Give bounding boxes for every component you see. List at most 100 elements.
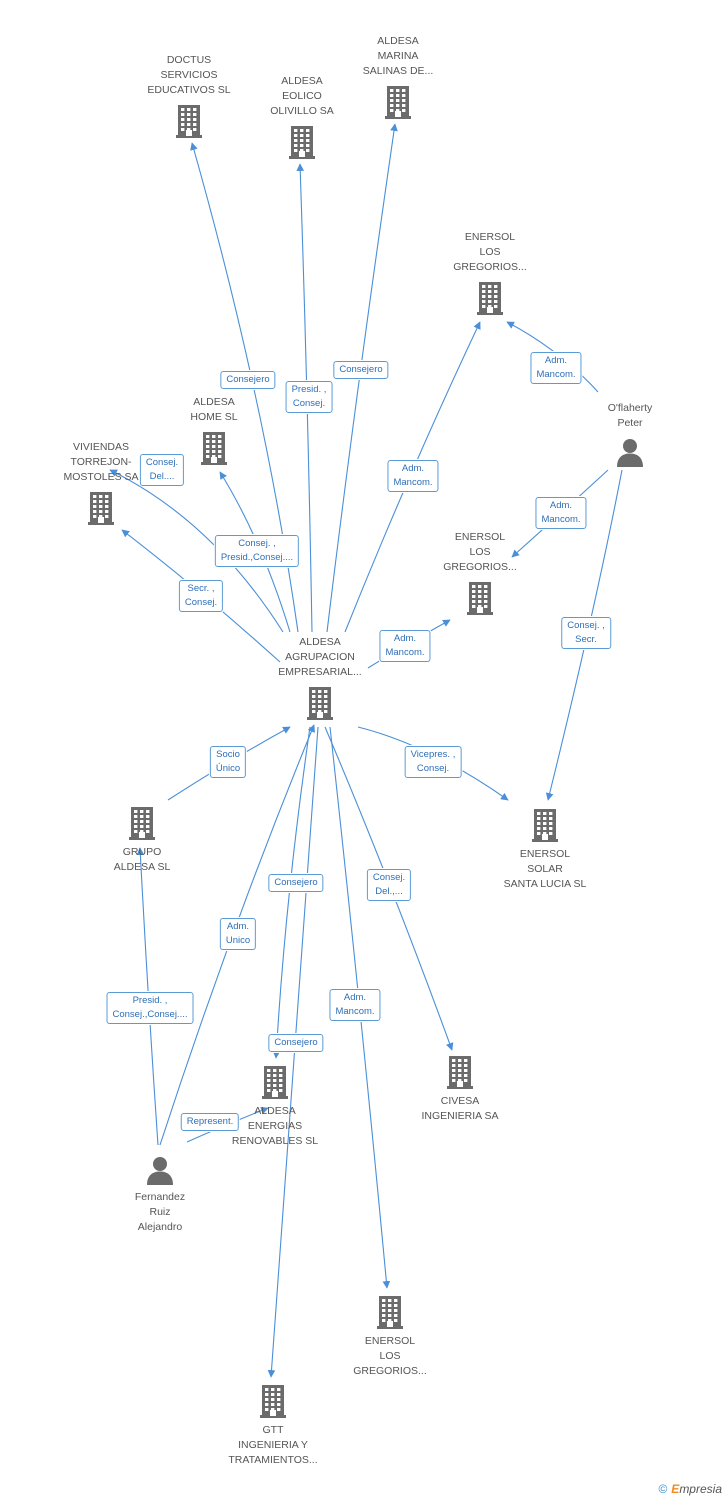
relation-tag[interactable]: Adm.Mancom.: [329, 989, 381, 1021]
building-icon[interactable]: [377, 1295, 403, 1329]
person-icon[interactable]: [615, 437, 645, 467]
building-icon[interactable]: [176, 104, 202, 138]
edge-aldesa_agrupacion-to-aldesa_energias: [272, 726, 311, 1059]
relation-tag-line: Consej.: [292, 398, 326, 409]
node-label-line: CIVESA: [440, 1095, 480, 1107]
relation-tag[interactable]: Presid. ,Consej.,Consej....: [106, 992, 194, 1024]
relation-tag-line: Consejero: [274, 1037, 318, 1048]
edge-aldesa_agrupacion-to-gtt: [267, 726, 319, 1378]
relation-tag-line: Consej.: [372, 872, 406, 883]
building-icon[interactable]: [467, 581, 493, 615]
node-label-line: ENERGIAS: [247, 1120, 303, 1132]
relation-tag[interactable]: Consejero: [268, 874, 324, 892]
node-label-line: MOSTOLES SA: [63, 471, 139, 483]
brand-logo[interactable]: Empresia: [671, 1482, 722, 1496]
node-label-line: AGRUPACION: [285, 651, 355, 663]
relation-tag[interactable]: Consej.Del....: [139, 454, 185, 486]
relation-tag-line: Consej.: [145, 457, 179, 468]
relation-tag[interactable]: Adm.Mancom.: [535, 497, 587, 529]
node-label-line: ALDESA: [281, 75, 323, 87]
relation-tag[interactable]: Represent.: [180, 1113, 240, 1131]
relation-tag[interactable]: Consej. ,Secr.: [561, 617, 611, 649]
relation-tag[interactable]: Presid. ,Consej.: [285, 381, 333, 413]
edge-aldesa_agrupacion-to-aldesa_marina: [326, 123, 398, 633]
edge-aldesa_agrupacion-to-viviendas: [109, 469, 284, 633]
building-icon[interactable]: [260, 1384, 286, 1418]
relation-tag-line: Represent.: [186, 1116, 234, 1127]
relation-tag-line: Adm.: [544, 355, 568, 366]
person-icon[interactable]: [145, 1155, 175, 1185]
node-label-line: ENERSOL: [519, 848, 571, 860]
relation-tag-line: Mancom.: [385, 647, 425, 658]
relation-tag[interactable]: Consejero: [333, 361, 389, 379]
building-icon[interactable]: [477, 281, 503, 315]
relation-tag-line: Consejero: [339, 364, 383, 375]
relation-tag-line: Consej.: [416, 763, 450, 774]
building-icon[interactable]: [307, 686, 333, 720]
node-label-line: MARINA: [377, 50, 419, 62]
relation-tag-line: Adm.: [343, 992, 367, 1003]
building-icon[interactable]: [262, 1065, 288, 1099]
relation-tag-line: Único: [215, 763, 241, 774]
relation-tag[interactable]: Adm.Mancom.: [379, 630, 431, 662]
relation-tag[interactable]: Secr. ,Consej.: [178, 580, 224, 612]
relation-tag[interactable]: Adm.Mancom.: [387, 460, 439, 492]
relation-tag-line: Secr.: [575, 634, 597, 645]
relation-tag[interactable]: Consej. ,Presid.,Consej....: [214, 535, 300, 567]
relation-tag[interactable]: Consejero: [220, 371, 276, 389]
relation-tag[interactable]: Consejero: [268, 1034, 324, 1052]
relation-tag-line: Mancom.: [536, 369, 576, 380]
building-icon[interactable]: [201, 431, 227, 465]
building-icon[interactable]: [532, 808, 558, 842]
node-label-line: EDUCATIVOS SL: [147, 84, 231, 96]
node-label-line: DOCTUS: [166, 54, 212, 66]
building-icon[interactable]: [129, 806, 155, 840]
relation-tag[interactable]: Adm. Mancom.: [530, 352, 582, 384]
building-icon[interactable]: [447, 1055, 473, 1089]
relation-tag-line: Consej.: [184, 597, 218, 608]
relation-tag[interactable]: Vicepres. ,Consej.: [404, 746, 462, 778]
node-label-line: Ruiz: [149, 1206, 171, 1218]
relation-tag[interactable]: Adm.Unico: [219, 918, 257, 950]
node-label-line: GRUPO: [122, 846, 162, 858]
building-icon[interactable]: [385, 85, 411, 119]
relation-tag[interactable]: Consej.Del.,...: [366, 869, 412, 901]
node-label-line: TORREJON-: [70, 456, 132, 468]
building-icon[interactable]: [289, 125, 315, 159]
building-icon[interactable]: [88, 491, 114, 525]
